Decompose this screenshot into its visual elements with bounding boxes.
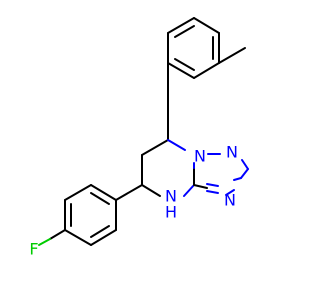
tolyl-ring (167, 17, 246, 79)
bond (193, 62, 220, 79)
bond (225, 189, 235, 196)
bond (174, 25, 195, 38)
bond (183, 184, 195, 197)
bond (241, 159, 249, 170)
bond (174, 58, 195, 71)
molecule-canvas: N N N N H F (29, 17, 249, 259)
bond (206, 190, 219, 194)
bond (233, 177, 242, 181)
atom-f: F (29, 240, 38, 259)
fluorophenyl-ring (38, 184, 143, 246)
bond (115, 184, 143, 201)
atom-n1: N (194, 147, 206, 166)
bond (141, 184, 161, 197)
pyrimidine-ring (141, 139, 195, 197)
molecule-structure: N N N N H F (29, 17, 249, 259)
bond (167, 17, 195, 34)
bond (193, 17, 220, 34)
bond (240, 168, 249, 179)
bond (90, 192, 110, 205)
bond (193, 184, 208, 189)
bond (206, 183, 219, 187)
bond (90, 225, 110, 238)
atom-n3: N (224, 191, 236, 210)
bond (167, 62, 195, 79)
bond (38, 238, 51, 246)
bond (90, 229, 117, 246)
bond (141, 139, 169, 156)
methyl-bond (218, 47, 246, 64)
bond (167, 139, 186, 151)
atom-n2: N (226, 143, 238, 162)
atom-nh: N (165, 187, 177, 206)
bond (90, 184, 117, 201)
atom-h: H (165, 203, 177, 222)
bond (64, 184, 92, 201)
bond (64, 229, 92, 246)
bond (49, 229, 66, 240)
triazole-ring (193, 153, 249, 196)
